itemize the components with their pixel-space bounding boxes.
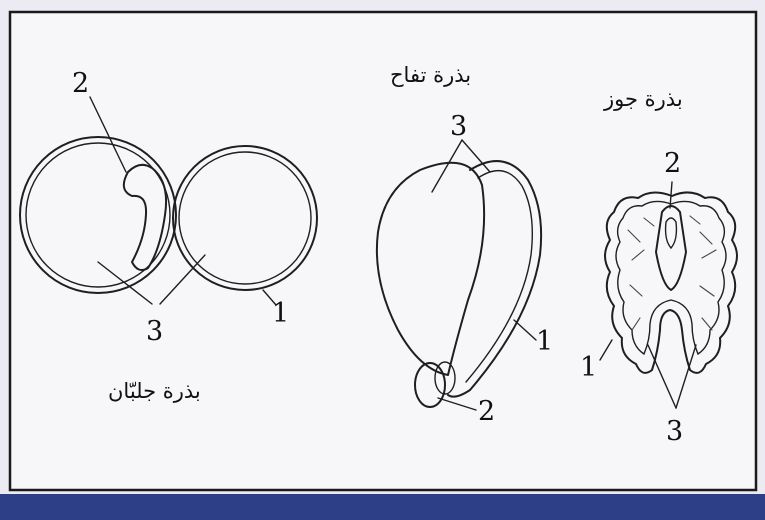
- walnut-label-1: 1: [580, 352, 597, 383]
- apple-label-1: 1: [536, 326, 553, 357]
- walnut-label-3: 3: [666, 416, 683, 447]
- apple-label-2: 2: [478, 396, 495, 427]
- pea-label-2: 2: [72, 68, 89, 99]
- walnut-label-2: 2: [664, 148, 681, 179]
- pea-label-3: 3: [146, 316, 163, 347]
- bottom-bar: [0, 494, 765, 520]
- apple-label-3: 3: [450, 111, 467, 142]
- diagram-background: [10, 12, 756, 490]
- pea-label-1: 1: [272, 298, 289, 329]
- pea-caption: بذرة جلبّان: [108, 379, 201, 403]
- apple-caption: بذرة تفاح: [390, 63, 471, 87]
- walnut-caption: بذرة جوز: [603, 87, 683, 111]
